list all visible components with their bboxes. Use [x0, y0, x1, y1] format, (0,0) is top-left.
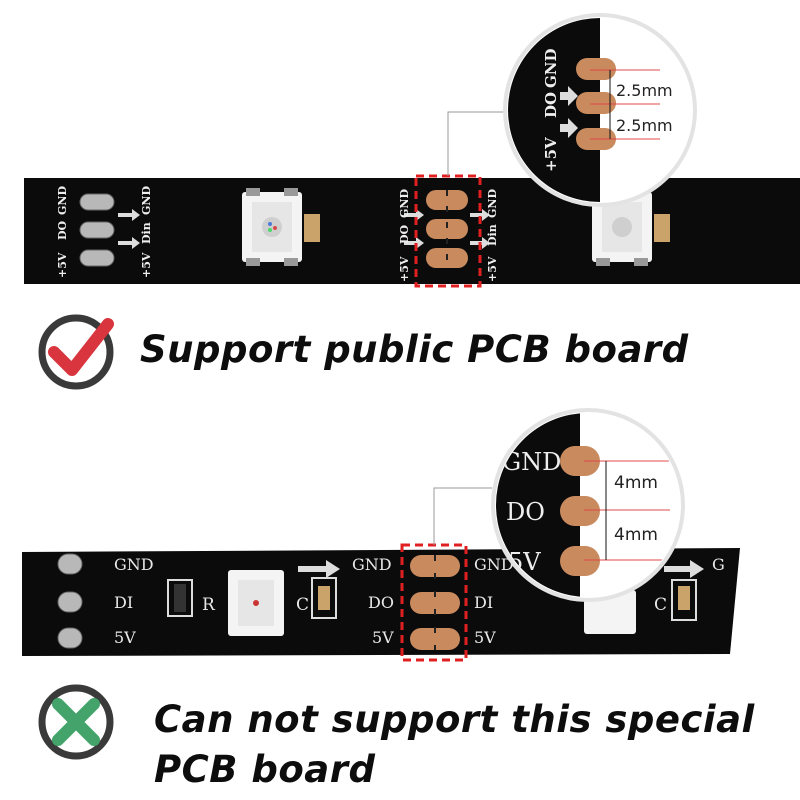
bottom-left-labels: GND DI 5V — [114, 555, 154, 647]
label-din: Din — [486, 224, 499, 246]
top-left-solder-pads — [79, 193, 115, 267]
top-zoom-circle: GND DO +5V 2.5mm 2.5mm — [503, 13, 697, 207]
arrow-right-icon — [404, 209, 424, 221]
arrow-right-icon — [560, 86, 578, 106]
zoom-label-5v: +5V — [542, 137, 560, 172]
solder-pad — [79, 193, 115, 211]
label-do: DO — [368, 593, 394, 612]
top-caption: Support public PCB board — [140, 328, 689, 371]
zoom-label-do: DO — [506, 498, 545, 526]
label-di: DI — [114, 593, 133, 612]
label-5v: +5V — [56, 252, 69, 278]
resistor: R — [167, 579, 216, 617]
label-gnd: GND — [398, 189, 411, 218]
label-5v: 5V — [114, 628, 136, 647]
measure-label: 2.5mm — [616, 81, 673, 100]
zoom-label-gnd: GND — [542, 48, 560, 88]
label-do: DO — [56, 220, 69, 240]
bottom-caption-line-1: Can not support this special — [154, 698, 755, 741]
label-5v: +5V — [486, 256, 499, 282]
cross-icon — [38, 684, 114, 760]
resistor-label: R — [202, 595, 216, 615]
label-gnd: GND — [352, 555, 392, 574]
check-icon — [38, 314, 114, 390]
capacitor: C — [296, 577, 337, 619]
copper-pad — [426, 190, 468, 210]
zoom-label-do: DO — [542, 92, 560, 118]
bottom-mid-left-labels: GND DO 5V — [352, 555, 394, 647]
zoom-connector-line — [447, 111, 508, 176]
top-mid-labels: GND DO +5V GND Din +5V — [398, 189, 499, 282]
measure-label: 2.5mm — [616, 116, 673, 135]
label-gnd: GND — [114, 555, 154, 574]
arrow-right-icon — [404, 237, 424, 249]
copper-pad — [426, 219, 468, 239]
label-partial: G — [712, 555, 725, 574]
label-5v: 5V — [474, 628, 496, 647]
top-led-1 — [242, 188, 320, 266]
measure-label: 4mm — [614, 525, 658, 545]
top-led-strip — [24, 178, 800, 284]
label-do: DO — [398, 224, 411, 244]
top-left-labels: GND DO +5V GND Din +5V — [56, 186, 153, 278]
label-din: Din — [140, 222, 153, 244]
label-gnd: GND — [486, 189, 499, 218]
bottom-mid-right-labels: GND DI 5V — [474, 555, 514, 647]
arrow-right-icon — [560, 118, 578, 138]
capacitor-2: C — [654, 579, 697, 621]
top-mid-pads — [426, 190, 468, 268]
label-5v: +5V — [398, 256, 411, 282]
label-5v: +5V — [140, 252, 153, 278]
arrow-right-icon — [118, 237, 140, 249]
bottom-left-solder-pads — [57, 553, 83, 649]
label-gnd: GND — [56, 186, 69, 215]
zoom-connector-line — [433, 487, 492, 545]
capacitor-label: C — [654, 595, 667, 615]
arrow-right-icon — [298, 560, 340, 578]
bottom-caption-line-2: PCB board — [154, 748, 376, 791]
measure-label: 4mm — [614, 473, 658, 493]
label-gnd: GND — [140, 186, 153, 215]
bottom-led-1 — [228, 570, 284, 636]
solder-pad — [79, 221, 115, 239]
top-led-2 — [592, 192, 670, 266]
arrow-right-icon — [664, 560, 704, 578]
label-di: DI — [474, 593, 493, 612]
top-left-arrows — [118, 209, 140, 249]
arrow-right-icon — [470, 209, 490, 221]
bottom-zoom-circle: GND DO 5V 4mm 4mm — [491, 408, 685, 602]
label-5v: 5V — [372, 628, 394, 647]
solder-pad — [79, 249, 115, 267]
arrow-right-icon — [118, 209, 140, 221]
capacitor-label: C — [296, 595, 309, 615]
bottom-mid-pads — [410, 555, 460, 650]
label-gnd: GND — [474, 555, 514, 574]
